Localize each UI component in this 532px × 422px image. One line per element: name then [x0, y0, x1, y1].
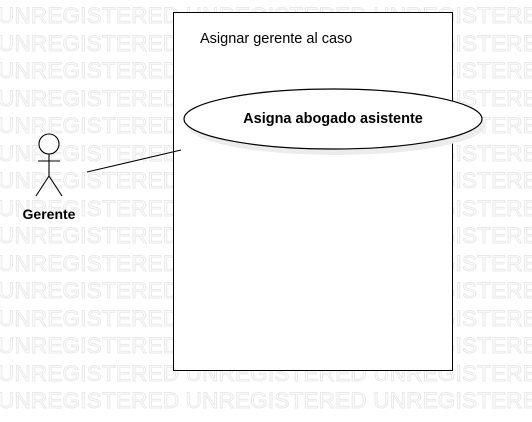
actor-gerente[interactable]: Gerente	[20, 130, 84, 230]
system-boundary[interactable]: Asignar gerente al caso	[173, 12, 453, 371]
actor-name: Gerente	[22, 206, 76, 222]
watermark-row: UNREGISTERED UNREGISTERED UNREGISTERED U…	[0, 388, 532, 413]
actor-stick-figure-icon	[35, 133, 63, 197]
system-title: Asignar gerente al caso	[200, 31, 353, 47]
use-case-ellipse	[183, 88, 485, 155]
use-case-label: Asigna abogado asistente	[243, 111, 423, 127]
use-case-asigna-abogado[interactable]: Asigna abogado asistente	[183, 88, 485, 155]
